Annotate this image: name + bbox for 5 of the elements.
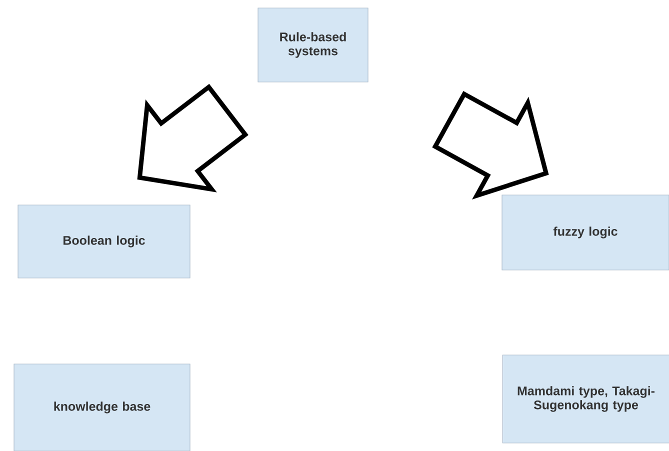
concept-box: Mamdami type, Takagi- Sugenokang type xyxy=(502,354,669,444)
concept-box: fuzzy logic xyxy=(502,194,669,270)
concept-box: knowledge base xyxy=(14,364,190,451)
concept-box: Rule-based systems xyxy=(258,8,368,82)
concept-box: Boolean logic xyxy=(18,204,190,278)
